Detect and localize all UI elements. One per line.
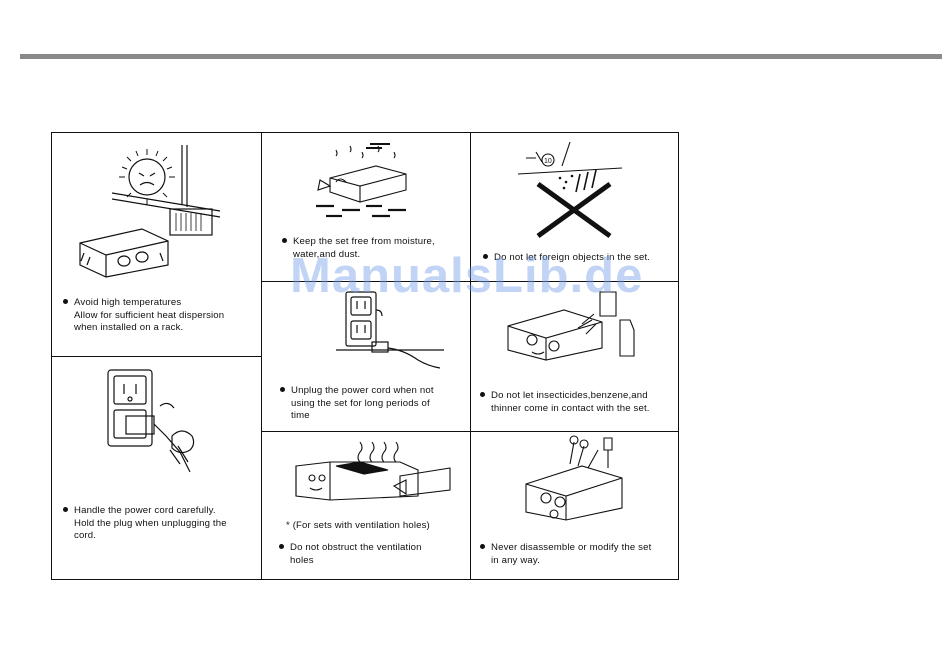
caption-line: time [291, 410, 310, 421]
foreign-caption: Do not let foreign objects in the set. [483, 252, 650, 265]
svg-text:10: 10 [544, 158, 552, 165]
caption-line: Allow for sufficient heat dispersion [74, 309, 225, 321]
safety-grid [51, 132, 679, 580]
foreign-objects-illustration: 10 [517, 141, 623, 239]
caption-line: Do not obstruct the ventilation [290, 542, 422, 553]
caption-line: Never disassemble or modify the set [491, 542, 652, 553]
disassemble-illustration [525, 435, 623, 521]
top-rule [20, 54, 942, 59]
heat-illustration [79, 145, 221, 278]
caption-line: using the set for long periods of [291, 397, 430, 409]
caption-line: when installed on a rack. [74, 322, 184, 333]
caption-line: cord. [74, 530, 97, 541]
cord-illustration [107, 369, 195, 473]
moisture-caption: Keep the set free from moisture, water,a… [282, 236, 435, 261]
bullet [63, 507, 68, 512]
caption-line: Handle the power cord carefully. [74, 505, 216, 516]
divider [470, 133, 471, 579]
heat-caption: Avoid high temperatures Allow for suffic… [63, 297, 224, 335]
bullet [280, 387, 285, 392]
bullet [63, 299, 68, 304]
divider [52, 356, 261, 357]
insecticides-caption: Do not let insecticides,benzene,and thin… [480, 390, 650, 415]
caption-line: holes [290, 554, 314, 566]
caption-line: Keep the set free from moisture, [293, 236, 435, 247]
divider [261, 431, 679, 432]
caption-line: Do not let foreign objects in the set. [494, 252, 651, 263]
ventilation-caption: Do not obstruct the ventilation holes [279, 542, 422, 567]
unplug-illustration [336, 291, 444, 369]
unplug-caption: Unplug the power cord when not using the… [280, 385, 434, 423]
caption-line: Avoid high temperatures [74, 297, 182, 308]
caption-line: Do not let insecticides,benzene,and [491, 390, 648, 401]
ventilation-note: * (For sets with ventilation holes) [286, 520, 430, 531]
caption-line: Unplug the power cord when not [291, 385, 434, 396]
cord-caption: Handle the power cord carefully. Hold th… [63, 505, 227, 543]
ventilation-illustration [295, 441, 451, 501]
bullet [480, 544, 485, 549]
disassemble-caption: Never disassemble or modify the set in a… [480, 542, 651, 567]
caption-line: in any way. [491, 554, 540, 566]
bullet [480, 392, 485, 397]
bullet [279, 544, 284, 549]
caption-line: water,and dust. [293, 248, 361, 260]
insecticides-illustration [507, 291, 635, 361]
moisture-illustration [316, 143, 407, 218]
bullet [282, 238, 287, 243]
divider [261, 281, 679, 282]
watermark: ManualsLib.de [290, 249, 644, 303]
bullet [483, 254, 488, 259]
caption-line: Hold the plug when unplugging the [74, 517, 227, 529]
divider [261, 133, 262, 579]
caption-line: thinner come in contact with the set. [491, 402, 650, 414]
